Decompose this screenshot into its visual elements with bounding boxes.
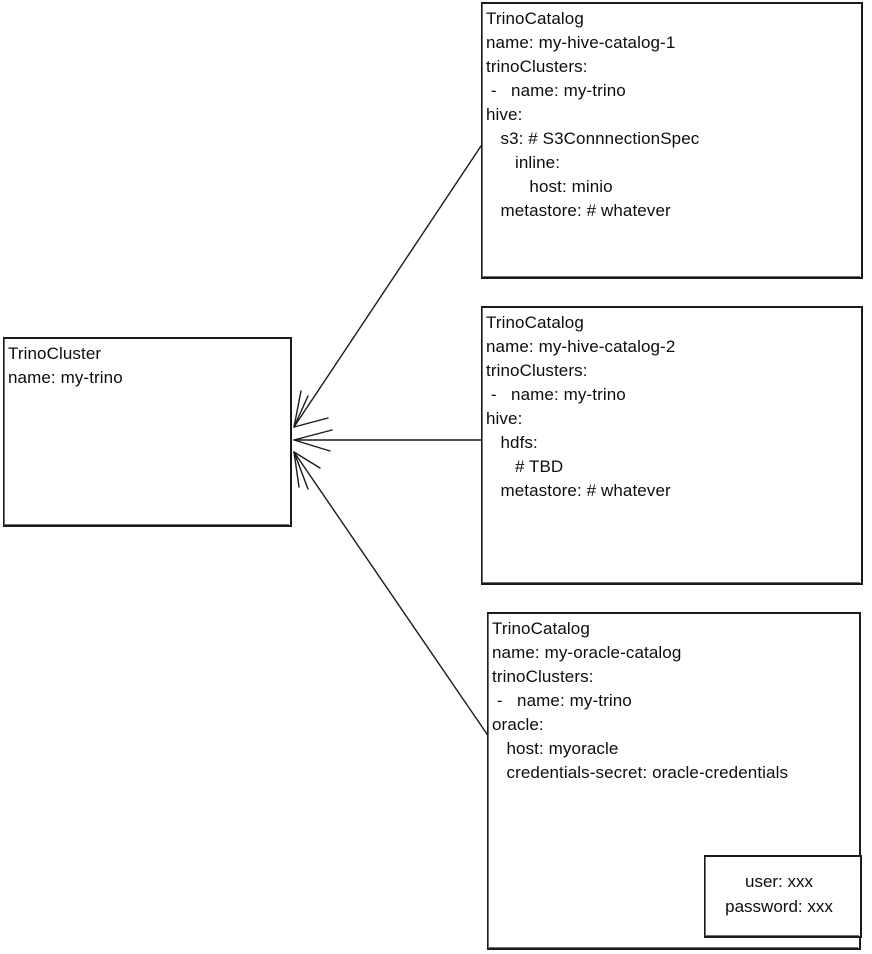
trino-catalog-hive-1-spec-text: TrinoCatalog name: my-hive-catalog-1 tri… <box>486 9 700 220</box>
trino-catalog-oracle-spec-text: TrinoCatalog name: my-oracle-catalog tri… <box>492 619 789 782</box>
trino-catalog-hive-2-spec-text: TrinoCatalog name: my-hive-catalog-2 tri… <box>486 313 676 500</box>
edge-catalog1-to-cluster <box>293 145 482 428</box>
trino-catalog-node-oracle[interactable]: TrinoCatalog name: my-oracle-catalog tri… <box>487 612 862 950</box>
trino-cluster-spec-text: TrinoCluster name: my-trino <box>8 344 123 387</box>
trino-catalog-node-hive-2[interactable]: TrinoCatalog name: my-hive-catalog-2 tri… <box>481 306 863 585</box>
trino-catalog-node-hive-1[interactable]: TrinoCatalog name: my-hive-catalog-1 tri… <box>481 2 863 279</box>
edge-catalog3-to-cluster <box>293 451 490 738</box>
oracle-credentials-secret-text: user: xxx password: xxx <box>725 872 833 916</box>
oracle-credentials-secret-node[interactable]: user: xxx password: xxx <box>704 855 862 938</box>
trino-cluster-node[interactable]: TrinoCluster name: my-trino <box>3 337 292 527</box>
edge-catalog2-to-cluster <box>293 429 484 452</box>
